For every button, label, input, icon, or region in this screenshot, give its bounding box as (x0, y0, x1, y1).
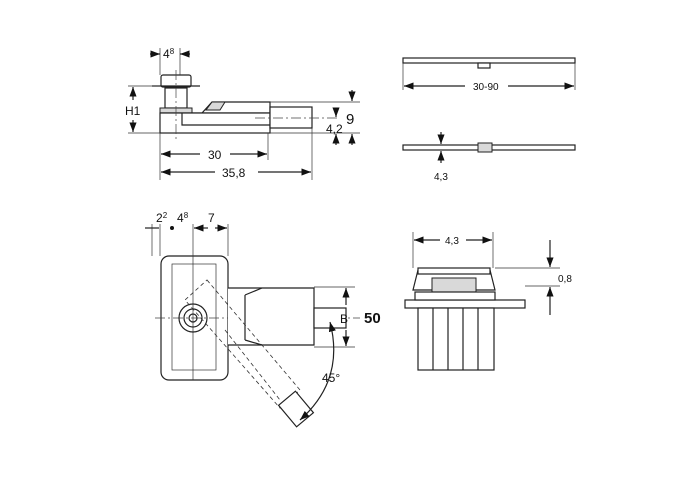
dim-0-8: 0,8 (558, 274, 572, 285)
dim-7: 7 (208, 211, 215, 225)
dim-4-8-plan: 48 (177, 211, 189, 225)
dim-4-2: 4,2 (326, 122, 343, 136)
dim-4-3-section: 4,3 (445, 236, 459, 247)
side-view: 48 H1 30 35,8 9 4,2 (125, 47, 360, 180)
dim-30-90: 30-90 (473, 82, 499, 93)
dim-4-8: 48 (163, 47, 175, 61)
plan-view: 22 48 7 B 50 45° (145, 211, 381, 428)
dim-50: 50 (364, 310, 381, 327)
channel-views: 30-90 4,3 (402, 57, 576, 183)
dim-b: B (340, 312, 348, 326)
angle-45: 45° (322, 371, 340, 385)
dim-35-8: 35,8 (222, 166, 246, 180)
dim-30: 30 (208, 148, 222, 162)
dim-9: 9 (346, 111, 354, 128)
dim-2-2: 22 (156, 211, 168, 225)
section-view: 4,3 0,8 (404, 232, 572, 371)
dim-4-3-top: 4,3 (434, 172, 448, 183)
dim-h1: H1 (125, 104, 141, 118)
